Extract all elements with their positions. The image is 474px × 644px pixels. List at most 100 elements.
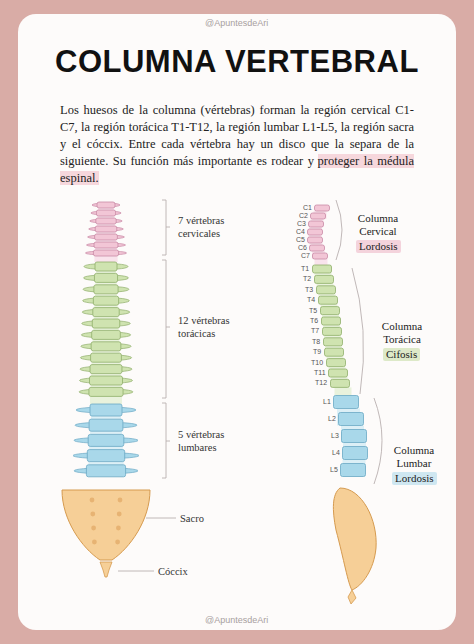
vertebra-body (342, 430, 367, 443)
vertebra-number: C4 (296, 228, 305, 236)
sacral-foramen (117, 512, 122, 517)
vertebra-body (311, 213, 326, 219)
vertebra-body (313, 253, 328, 259)
vertebra-body (329, 369, 348, 377)
side-spine (308, 205, 377, 604)
vertebra-number: T6 (310, 317, 318, 325)
vertebra-number: C5 (296, 236, 305, 244)
vertebra-body (89, 419, 123, 431)
vertebra-body (343, 447, 368, 460)
vertebra-body (97, 202, 115, 208)
vertebra-number: C1 (303, 204, 312, 212)
vertebra-body (322, 317, 341, 325)
vertebra-body (331, 379, 350, 387)
vertebra-body (95, 226, 117, 232)
vertebra-body (95, 262, 117, 271)
vertebra-number: T1 (301, 265, 309, 273)
vertebra-body (96, 218, 116, 224)
sacrum (62, 490, 150, 560)
leader-line (118, 571, 154, 572)
vertebra-body (90, 365, 122, 374)
vertebra-body (315, 275, 334, 283)
part-label: Cóccix (158, 565, 188, 578)
vertebra-number: L2 (328, 415, 336, 423)
region-title: Columna Lumbar (386, 444, 442, 470)
vertebra-number: L1 (323, 398, 331, 406)
watermark: @ApuntesdeAri (205, 18, 268, 28)
vertebra-body (310, 245, 325, 251)
vertebra-number: L3 (331, 432, 339, 440)
vertebra-body (317, 286, 336, 294)
vertebra-body (95, 234, 118, 240)
sacral-foramen (115, 540, 120, 545)
vertebra-body (89, 387, 123, 396)
sacral-foramen (91, 526, 96, 531)
disc (309, 235, 322, 243)
vertebra-body (325, 348, 344, 356)
vertebra-number: C6 (298, 244, 307, 252)
vertebra-number: T9 (313, 348, 321, 356)
vertebra-body (92, 319, 120, 328)
vertebra-body (94, 242, 118, 248)
disc (94, 256, 117, 262)
transverse-process (88, 235, 125, 239)
vertebra-body (309, 221, 324, 227)
vertebra-body (321, 307, 340, 315)
vertebra-number: T8 (312, 338, 320, 346)
vertebra-number: C2 (299, 212, 308, 220)
vertebra-number: T3 (305, 286, 313, 294)
vertebra-body (319, 296, 338, 304)
vertebra-body (93, 296, 118, 305)
vertebra-number: L4 (332, 449, 340, 457)
transverse-process (87, 243, 126, 247)
transverse-process (89, 227, 124, 231)
region-arc (374, 398, 382, 484)
curvature-tag: Lordosis (356, 240, 401, 253)
vertebra-body (91, 353, 122, 362)
vertebra-body (308, 229, 323, 235)
sacral-foramen (92, 540, 97, 545)
vertebra-body (88, 434, 124, 446)
bracket (162, 260, 170, 398)
front-spine (62, 202, 150, 577)
vertebra-body (91, 342, 121, 351)
coccyx (348, 590, 356, 604)
vertebra-body (87, 450, 124, 462)
vertebra-body (96, 210, 115, 216)
region-label: 5 vértebras lumbares (178, 428, 244, 454)
region-label: 7 vértebras cervicales (178, 214, 244, 240)
region-label: 12 vértebras torácicas (178, 314, 244, 340)
vertebra-body (94, 273, 117, 282)
vertebra-body (341, 464, 366, 477)
vertebra-body (94, 285, 118, 294)
vertebra-body (93, 308, 119, 317)
disc (88, 462, 123, 465)
card: COLUMNA VERTEBRAL @ApuntesdeAri @Apuntesde… (18, 14, 456, 630)
sacral-foramen (118, 498, 123, 503)
transverse-process (91, 211, 121, 215)
vertebra-number: T12 (315, 379, 327, 387)
vertebra-number: C7 (301, 252, 310, 260)
vertebra-number: T5 (309, 307, 317, 315)
vertebra-body (339, 413, 364, 426)
transverse-process (85, 251, 126, 255)
sacrum (333, 488, 376, 590)
transverse-process (90, 219, 122, 223)
vertebra-body (323, 327, 342, 335)
region-title: Columna Torácica (374, 320, 430, 346)
transverse-process (92, 203, 120, 207)
leader-line (146, 518, 176, 519)
vertebra-number: T10 (311, 359, 323, 367)
sacral-foramen (90, 498, 95, 503)
sacral-foramen (90, 512, 95, 517)
description: Los huesos de la columna (vértebras) for… (60, 102, 414, 187)
watermark: @ApuntesdeAri (205, 615, 268, 625)
vertebra-body (313, 265, 332, 273)
vertebra-body (334, 396, 359, 409)
vertebra-body (308, 237, 323, 243)
region-arc (336, 200, 342, 260)
title: COLUMNA VERTEBRAL (55, 44, 419, 80)
bracket (162, 200, 170, 255)
vertebra-body (324, 338, 343, 346)
coccyx (100, 562, 112, 577)
